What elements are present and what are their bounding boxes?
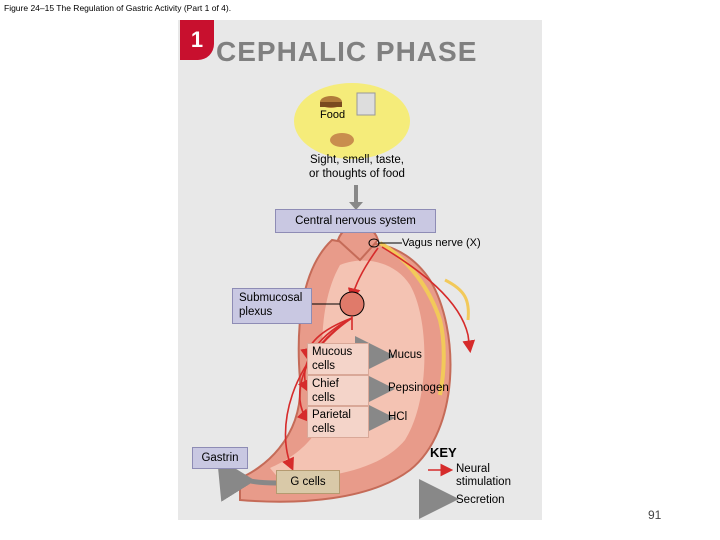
mucus-label: Mucus	[388, 349, 422, 361]
submucosal-line-1: Submucosal	[239, 292, 303, 304]
page-number: 91	[648, 508, 662, 522]
key-title: KEY	[430, 445, 457, 460]
key-secretion-label: Secretion	[456, 494, 505, 506]
sight-line-1: Sight, smell, taste,	[310, 154, 404, 166]
phase-title: CEPHALIC PHASE	[216, 36, 478, 67]
g-cells-box: G cells	[276, 470, 340, 494]
parietal-line-1: Parietal	[312, 409, 351, 421]
vagus-nerve-label: Vagus nerve (X)	[402, 237, 481, 249]
parietal-cells-box: Parietal cells	[307, 406, 369, 438]
figure-caption: Figure 24–15 The Regulation of Gastric A…	[4, 3, 232, 13]
gastrin-box: Gastrin	[192, 447, 248, 469]
phase-number-badge: 1	[180, 20, 214, 60]
key-neural-line-1: Neural	[456, 463, 490, 475]
hcl-label: HCl	[388, 411, 408, 423]
vagus-neural-arrow	[381, 246, 476, 354]
pepsinogen-label: Pepsinogen	[388, 382, 449, 394]
sight-smell-label: Sight, smell, taste, or thoughts of food	[296, 153, 418, 181]
submucosal-line-2: plexus	[239, 306, 273, 318]
mucous-line-1: Mucous	[312, 346, 353, 358]
sight-line-2: or thoughts of food	[309, 168, 405, 180]
mucous-cells-box: Mucous cells	[307, 343, 369, 375]
key-neural-label: Neural stimulation	[456, 463, 511, 489]
parietal-line-2: cells	[312, 423, 336, 435]
food-bubble	[294, 83, 410, 159]
chief-line-2: cells	[312, 392, 336, 404]
submucosal-plexus-marker	[339, 291, 365, 317]
key-neural-line-2: stimulation	[456, 476, 511, 488]
gastrin-secretion-arrow	[217, 457, 277, 502]
food-label: Food	[320, 109, 346, 121]
mucous-line-2: cells	[312, 360, 336, 372]
submucosal-plexus-box: Submucosal plexus	[232, 288, 312, 324]
food-icon	[320, 92, 376, 147]
chief-cells-box: Chief cells	[307, 375, 369, 406]
central-nervous-system-box: Central nervous system	[275, 209, 436, 233]
chief-line-1: Chief	[312, 378, 339, 390]
to-gcells-arrow	[282, 317, 353, 471]
